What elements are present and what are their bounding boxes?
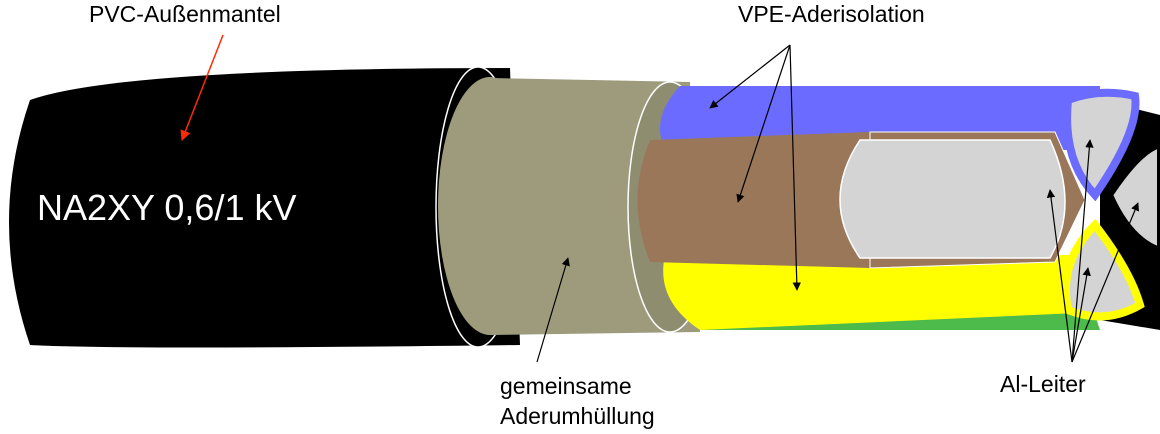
conductor-blue-sector <box>1063 88 1140 202</box>
outer-sheath-body <box>9 68 520 348</box>
core-brown <box>637 131 1086 269</box>
label-inner-covering-line1: gemeinsame <box>500 373 632 399</box>
brown-core-conductor <box>839 139 1066 259</box>
end-face <box>1061 88 1160 330</box>
arrow-inner-covering <box>536 257 570 363</box>
arrow-outer-sheath <box>180 34 224 141</box>
arrow-insulation-brown <box>736 44 791 203</box>
inner-covering-left-face <box>438 77 542 335</box>
conductor-black-sector <box>1106 141 1160 254</box>
arrow-conductor-3 <box>1071 202 1139 363</box>
conductor-yellow-sector <box>1061 218 1145 321</box>
arrow-conductor-1 <box>1046 189 1073 363</box>
label-cable-type: NA2XY 0,6/1 kV <box>37 187 297 228</box>
label-conductors: Al-Leiter <box>1000 371 1086 397</box>
label-core-insulation: VPE-Aderisolation <box>738 1 925 27</box>
arrow-insulation-yellow <box>789 44 801 291</box>
label-outer-sheath: PVC-Außenmantel <box>89 1 281 27</box>
arrow-insulation-blue <box>709 44 791 109</box>
core-yellow <box>663 255 1100 330</box>
arrow-conductor-2 <box>1071 139 1094 363</box>
arrow-conductor-4 <box>1071 267 1091 363</box>
pointer-arrows <box>180 34 1139 363</box>
label-inner-covering-line2: Aderumhüllung <box>500 403 655 429</box>
